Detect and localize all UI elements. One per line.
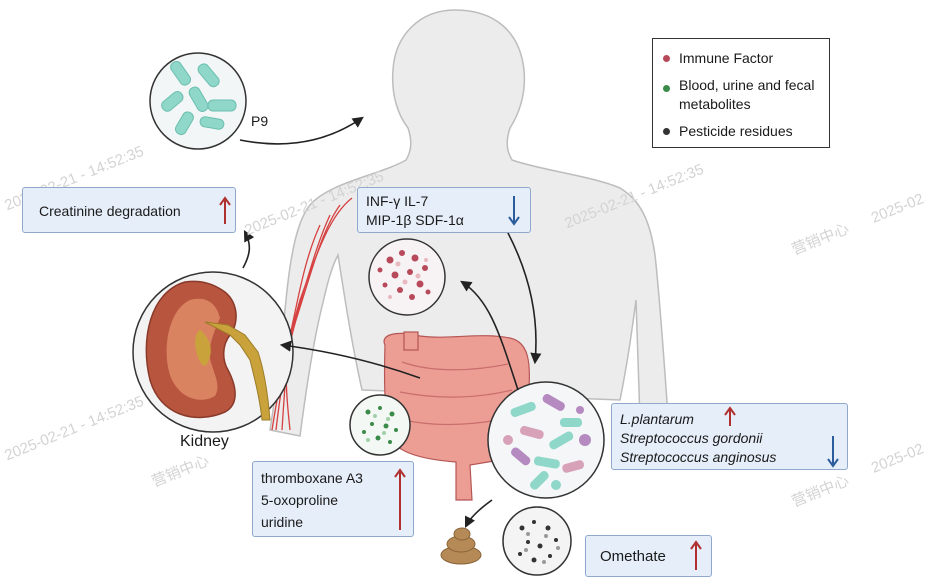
omethate-box: Omethate bbox=[585, 535, 712, 577]
p9-bacteria-circle bbox=[149, 52, 247, 150]
stool-icon bbox=[440, 527, 482, 565]
metabolites-circle bbox=[349, 394, 411, 456]
legend-item-metabolites: Blood, urine and fecal metabolites bbox=[663, 76, 819, 114]
creatinine-box: Creatinine degradation bbox=[22, 187, 236, 233]
metabolites-box: thromboxane A3 5-oxoproline uridine bbox=[252, 461, 414, 537]
up-arrow-icon bbox=[690, 540, 702, 570]
black-dot-icon bbox=[663, 128, 670, 135]
legend: Immune Factor Blood, urine and fecal met… bbox=[652, 38, 830, 148]
down-arrow-icon bbox=[827, 436, 839, 468]
bacteria-box: L.plantarum Streptococcus gordonii Strep… bbox=[611, 403, 848, 470]
up-arrow-icon bbox=[219, 196, 231, 224]
p9-label: P9 bbox=[251, 113, 269, 129]
up-arrow-icon bbox=[724, 406, 736, 426]
immune-factor-box: INF-γ IL-7 MIP-1β SDF-1α bbox=[357, 187, 531, 233]
gut-microbiota-circle bbox=[487, 381, 605, 499]
down-arrow-icon bbox=[508, 196, 520, 226]
green-dot-icon bbox=[663, 85, 670, 92]
red-dot-icon bbox=[663, 55, 670, 62]
kidney-label: Kidney bbox=[180, 433, 229, 450]
pesticide-residues-circle bbox=[502, 506, 572, 576]
kidney-circle bbox=[132, 271, 294, 433]
legend-item-immune: Immune Factor bbox=[663, 50, 773, 66]
legend-item-pesticide: Pesticide residues bbox=[663, 123, 793, 139]
up-arrow-icon bbox=[394, 468, 406, 530]
immune-factor-circle bbox=[368, 238, 446, 316]
